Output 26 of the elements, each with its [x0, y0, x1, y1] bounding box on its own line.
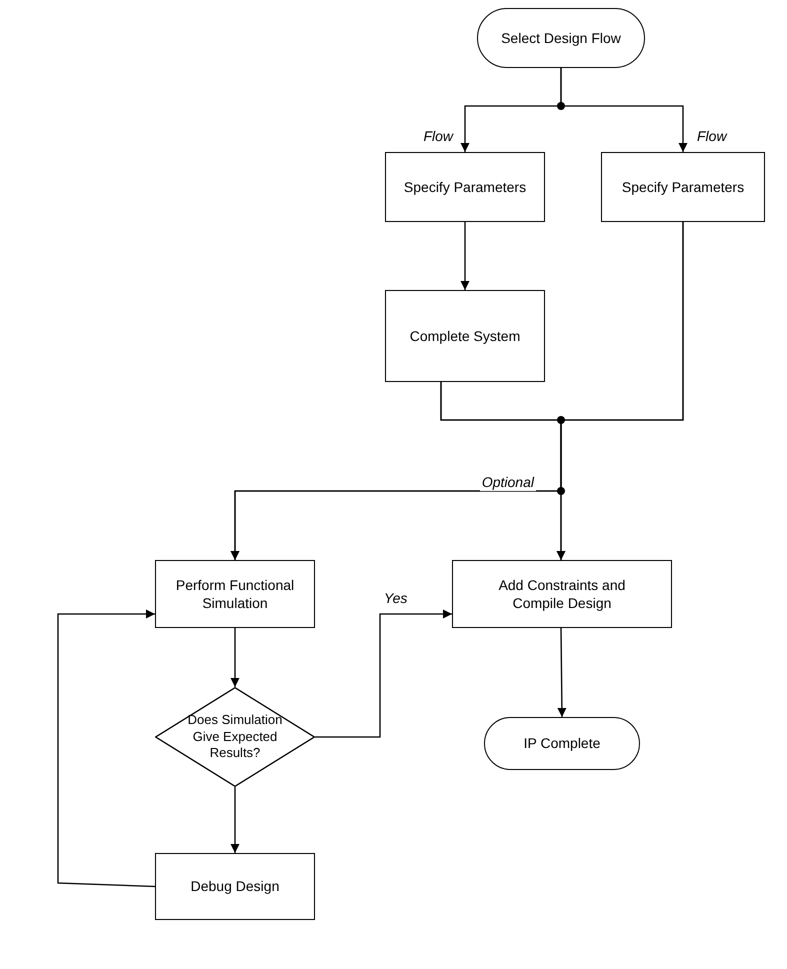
node-label: Debug Design — [190, 877, 280, 896]
arrow — [230, 787, 240, 853]
process-box — [601, 152, 765, 222]
process-box — [155, 560, 315, 628]
node-label: Add Constraints and Compile Design — [498, 576, 626, 612]
arrow — [230, 628, 240, 687]
node-label: IP Complete — [524, 734, 600, 753]
process-box — [385, 152, 545, 222]
arrow — [57, 610, 156, 888]
arrow — [560, 68, 688, 152]
arrow — [557, 628, 566, 717]
node-label: Complete System — [410, 326, 520, 346]
terminal-pill — [484, 717, 640, 770]
arrow — [315, 610, 452, 738]
decision-diamond — [155, 687, 315, 787]
node-label: Specify Parameters — [404, 178, 526, 196]
arrow — [460, 222, 470, 290]
edge-label: Optional — [480, 474, 536, 491]
node-label: Specify Parameters — [622, 178, 744, 196]
node-label: Does Simulation Give Expected Results? — [186, 712, 284, 762]
process-box — [155, 853, 315, 920]
arrow — [230, 222, 684, 560]
process-box — [452, 560, 672, 628]
node-label: Select Design Flow — [501, 28, 621, 48]
process-box — [385, 290, 545, 382]
node-label: Perform Functional Simulation — [174, 576, 296, 612]
